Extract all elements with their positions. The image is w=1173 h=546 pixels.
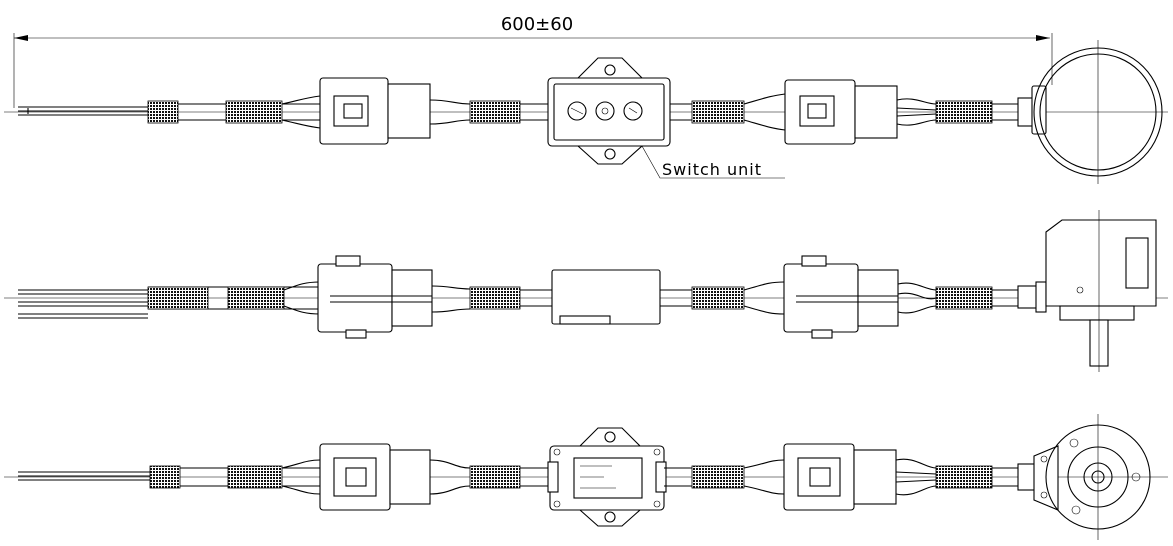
switch-unit-callout: Switch unit [662, 160, 762, 179]
braid-sleeve [227, 465, 283, 489]
braid-sleeve [469, 100, 521, 124]
braid-sleeve [149, 465, 181, 489]
switch-unit-top [547, 57, 671, 165]
bottom-view [4, 414, 1168, 540]
switch-dial-3 [623, 101, 643, 121]
connector-2 [784, 79, 898, 145]
sensor-side [1017, 210, 1157, 372]
connector-1 [319, 77, 431, 145]
connector-1-side [317, 255, 433, 339]
switch-unit-bottom [547, 427, 667, 527]
connector-2-side [783, 255, 899, 339]
braid-sleeve [935, 465, 993, 489]
connector-1-bottom [319, 443, 431, 511]
overall-length-dimension: 600±60 [13, 14, 1053, 108]
switch-dial-1 [567, 101, 587, 121]
side-view [4, 210, 1168, 372]
braid-sleeve [935, 100, 993, 124]
braid-sleeve [227, 286, 285, 310]
braid-sleeve [691, 100, 745, 124]
braid-sleeve [691, 286, 745, 310]
braid-sleeve [147, 286, 209, 310]
switch-dial-2 [595, 101, 615, 121]
dimension-label: 600±60 [501, 14, 573, 35]
sensor-top [1017, 40, 1163, 184]
braid-sleeve [691, 465, 745, 489]
top-view: Switch unit [4, 40, 1168, 184]
braid-sleeve [469, 286, 521, 310]
sensor-bottom [1017, 414, 1151, 540]
connector-2-bottom [783, 443, 897, 511]
switch-unit-side [551, 269, 661, 325]
braid-sleeve [225, 100, 283, 124]
braid-sleeve [935, 286, 993, 310]
braid-sleeve [469, 465, 521, 489]
braid-sleeve [147, 100, 179, 124]
